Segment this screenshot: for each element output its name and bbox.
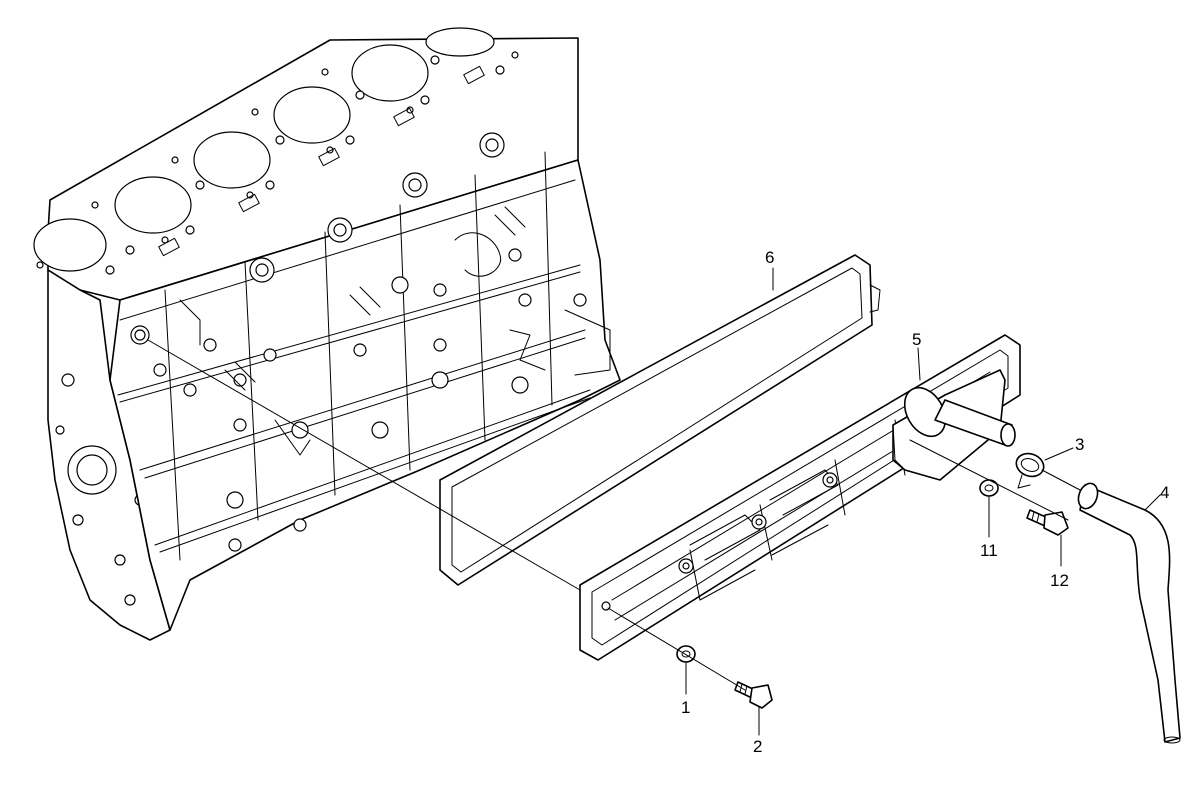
assembly-lines [147, 339, 1081, 691]
callout-4: 4 [1160, 483, 1169, 502]
coolant-hose [1077, 482, 1181, 744]
washer-1 [676, 645, 696, 663]
callout-5: 5 [912, 330, 921, 349]
callout-2: 2 [753, 737, 762, 756]
hose-clamp [1015, 452, 1045, 489]
callout-1: 1 [681, 698, 690, 717]
bolt-2 [734, 681, 773, 709]
callout-leaders [685, 267, 1161, 736]
callout-6: 6 [765, 248, 774, 267]
callout-12: 12 [1050, 571, 1069, 590]
side-cover [579, 334, 1021, 661]
engine-block [33, 27, 621, 641]
callout-11: 11 [980, 541, 998, 560]
callout-labels: 6 5 3 4 11 12 1 2 [681, 248, 1169, 756]
cover-gasket [439, 254, 881, 586]
washer-11 [979, 479, 999, 497]
bolt-12 [1026, 509, 1069, 536]
callout-3: 3 [1075, 435, 1084, 454]
